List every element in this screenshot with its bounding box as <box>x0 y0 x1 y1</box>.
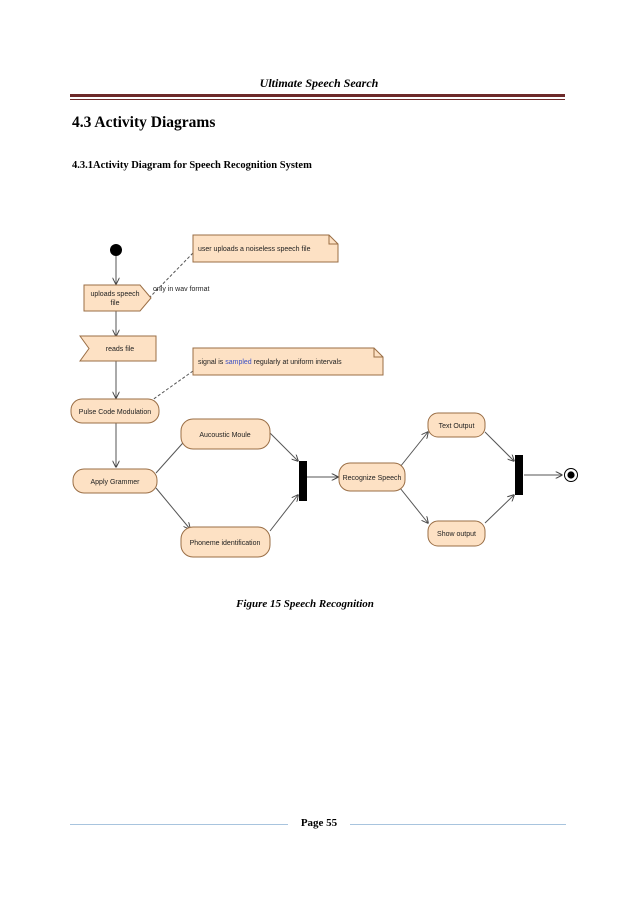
node-reads-shape <box>79 335 157 362</box>
node-phoneme-shape <box>180 526 271 558</box>
section-heading: 4.3 Activity Diagrams <box>72 114 216 131</box>
page-number: Page 55 <box>300 817 338 829</box>
footer-line-right <box>350 824 566 825</box>
note2-shape <box>192 347 384 376</box>
node-text-output-shape <box>427 412 486 438</box>
running-header: Ultimate Speech Search <box>259 76 379 90</box>
node-uploads-line2: file <box>111 300 120 307</box>
edge-recognize-show <box>399 487 428 523</box>
sync-bar-2 <box>515 455 523 495</box>
header-rule-thin <box>70 99 565 100</box>
wav-format-label: only in wav format <box>153 286 209 293</box>
node-acoustic-shape <box>180 418 271 450</box>
node-show-output-label: Show output <box>437 531 476 538</box>
note2-text-after: regularly at uniform intervals <box>252 359 342 366</box>
note1-fold <box>328 235 338 245</box>
note1-shape <box>192 234 339 263</box>
note2-text-before: signal is <box>198 359 225 366</box>
node-uploads-shape <box>83 284 152 312</box>
figure-caption: Figure 15 Speech Recognition <box>236 598 374 610</box>
note2-anchor <box>147 370 194 404</box>
node-pcm-shape <box>70 398 160 424</box>
edge-recognize-text <box>399 432 428 468</box>
node-show-output-shape <box>427 520 486 547</box>
edge-acoustic-fork <box>269 432 298 461</box>
node-grammar-label: Apply Grammer <box>90 479 140 486</box>
node-recognize-shape <box>338 462 406 492</box>
node-reads-label: reads file <box>106 346 135 353</box>
note1-text: user uploads a noiseless speech file <box>198 246 311 253</box>
sync-bar-1 <box>299 461 307 501</box>
edge-show-join <box>484 495 514 524</box>
node-recognize-label: Recognize Speech <box>343 475 402 482</box>
edge-grammar-phoneme <box>155 487 190 529</box>
node-text-output-label: Text Output <box>439 423 475 430</box>
node-phoneme-label: Phoneme identification <box>190 540 261 547</box>
node-pcm-label: Pulse Code Modulation <box>79 409 151 416</box>
start-node <box>110 244 122 256</box>
end-node-inner <box>567 471 575 479</box>
node-grammar-shape <box>72 468 158 494</box>
note2-fold <box>373 348 383 358</box>
edge-text-join <box>484 431 514 461</box>
activity-diagram: uploads speech file only in wav format r… <box>70 234 578 558</box>
subsection-heading: 4.3.1Activity Diagram for Speech Recogni… <box>72 160 312 171</box>
node-acoustic-label: Aucoustic Moule <box>199 432 250 439</box>
footer-line-left <box>70 824 288 825</box>
header-rule-thick <box>70 94 565 97</box>
edge-phoneme-fork <box>269 495 298 532</box>
note1-anchor <box>149 252 194 298</box>
note2-text-highlight: sampled <box>225 359 252 366</box>
note2-text: signal is sampled regularly at uniform i… <box>198 359 342 366</box>
node-uploads-line1: uploads speech <box>90 291 139 298</box>
